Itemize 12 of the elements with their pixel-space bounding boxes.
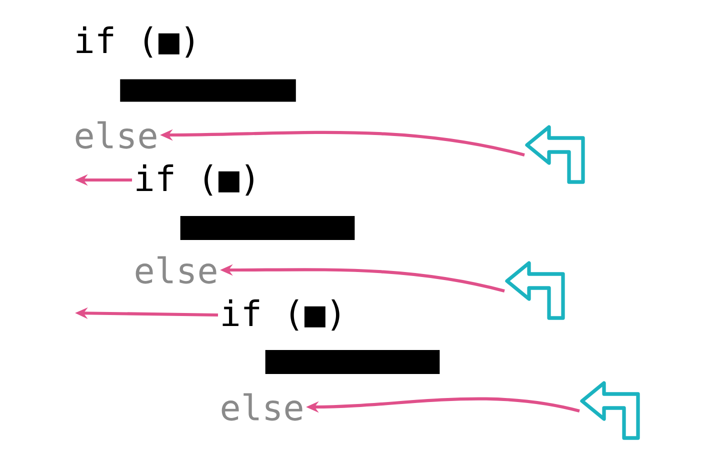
bent-arrow-icon xyxy=(525,125,585,184)
bent-arrow-icon xyxy=(505,261,565,320)
bent-arrow-icon xyxy=(580,381,640,440)
redaction-bar xyxy=(180,216,355,240)
code-text: if (■) xyxy=(136,164,254,196)
code-text: else xyxy=(222,393,302,421)
redaction-bar xyxy=(120,79,296,102)
code-text: else xyxy=(136,256,216,284)
code-text: if (■) xyxy=(222,299,340,331)
code-text: else xyxy=(76,121,156,149)
code-text: if (■) xyxy=(76,26,194,58)
redaction-bar xyxy=(265,350,440,374)
